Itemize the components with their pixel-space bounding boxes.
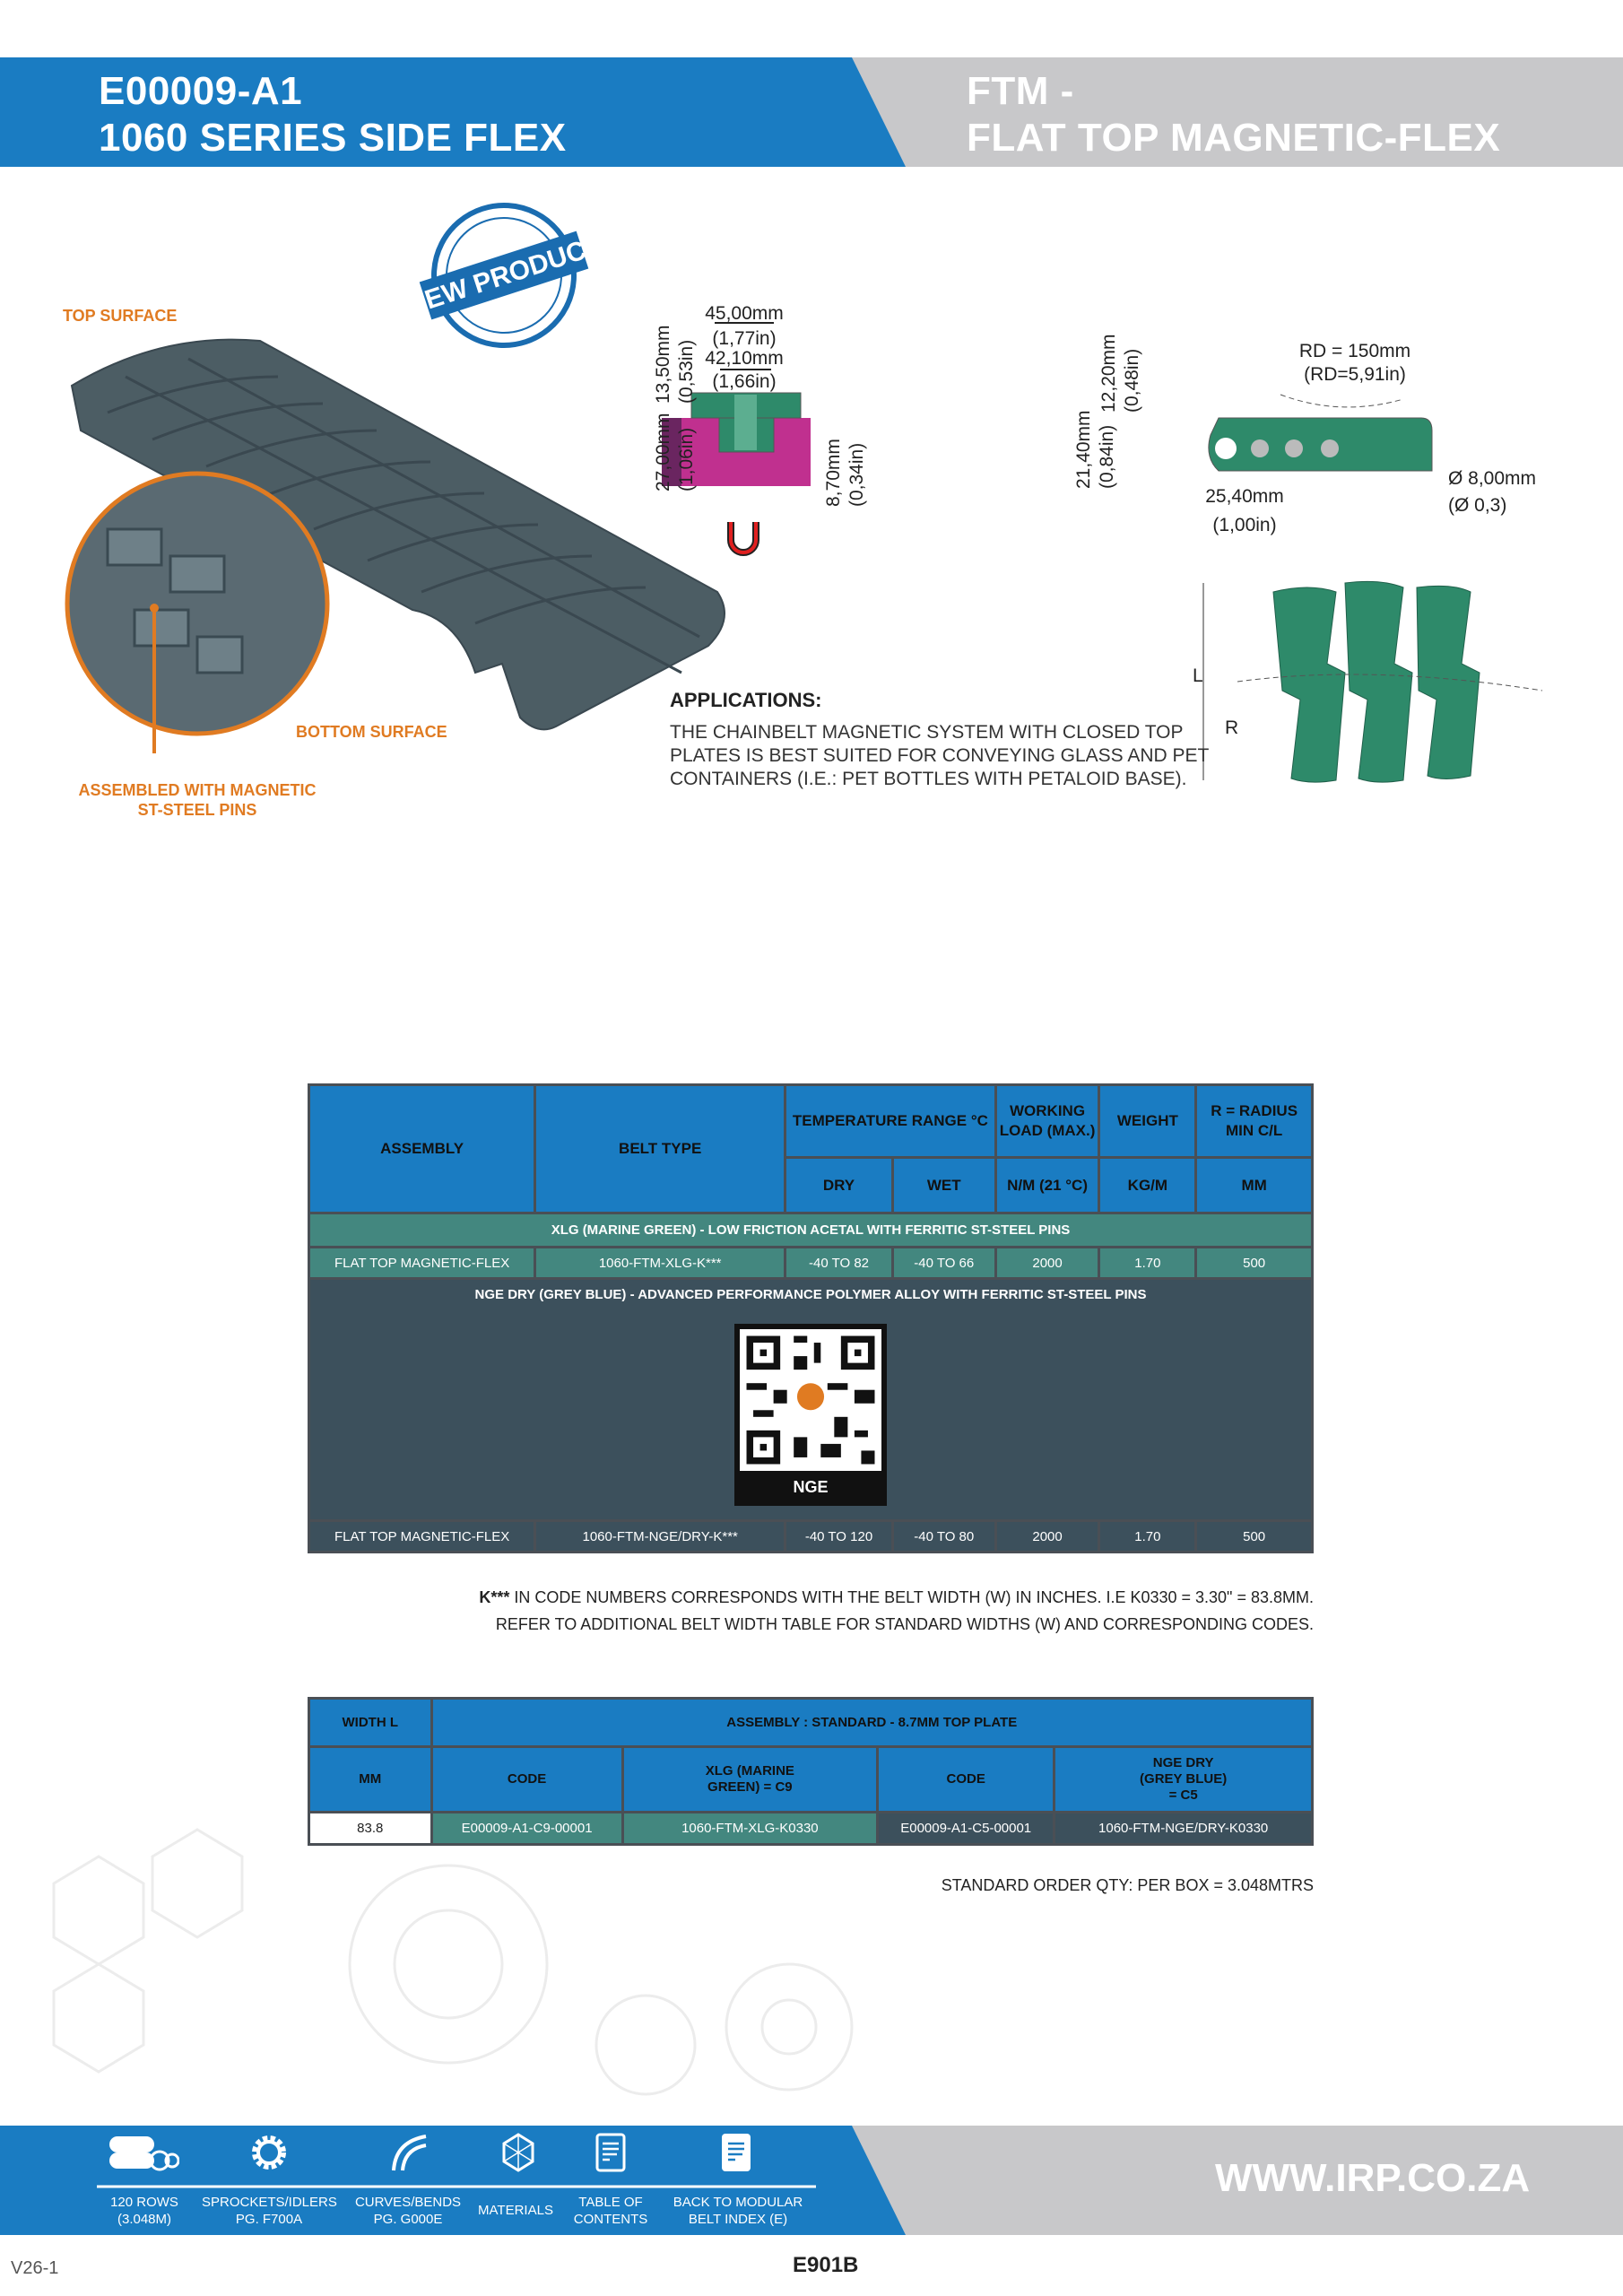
svg-text:(1,06in): (1,06in) (676, 428, 697, 491)
th-dry: DRY (784, 1156, 894, 1214)
header-banner (0, 57, 1623, 167)
svg-text:8,70mm: 8,70mm (823, 439, 844, 507)
website-link[interactable]: WWW.IRP.CO.ZA (1215, 2156, 1531, 2200)
th-nm: N/M (21 °C) (994, 1156, 1101, 1214)
svg-text:21,40mm: 21,40mm (1073, 410, 1094, 489)
sprocket-icon[interactable] (249, 2133, 289, 2177)
th-belt-type: BELT TYPE (534, 1083, 787, 1214)
svg-text:RD = 150mm: RD = 150mm (1299, 341, 1410, 361)
footer-banner (0, 2126, 1623, 2235)
header-left: E00009-A1 1060 SERIES SIDE FLEX (99, 68, 567, 161)
th-assembly-standard: ASSEMBLY : STANDARD - 8.7MM TOP PLATE (430, 1697, 1315, 1748)
footer-link-materials[interactable]: MATERIALS (478, 2203, 553, 2218)
index-icon[interactable] (721, 2133, 751, 2177)
spec-table: ASSEMBLY BELT TYPE TEMPERATURE RANGE °C … (307, 1083, 1314, 1553)
svg-text:42,10mm: 42,10mm (705, 348, 784, 369)
th-wet: WET (890, 1156, 997, 1214)
cross-section-drawing: 45,00mm (1,77in) 42,10mm (1,66in) 13,50m… (653, 303, 1536, 556)
svg-text:25,40mm: 25,40mm (1205, 486, 1284, 507)
svg-text:R: R (1225, 718, 1238, 738)
th-load: WORKING LOAD (MAX.) (994, 1083, 1101, 1159)
bottom-surface-label: BOTTOM SURFACE (296, 723, 447, 741)
footnote: K*** IN CODE NUMBERS CORRESPONDS WITH TH… (479, 1588, 1314, 1633)
th-temp: TEMPERATURE RANGE °C (784, 1083, 997, 1159)
belt-image (65, 338, 725, 753)
table-row: 83.8 E00009-A1-C9-00001 1060-FTM-XLG-K03… (308, 1811, 1314, 1846)
magnet-icon (727, 522, 759, 556)
svg-text:(0,48in): (0,48in) (1122, 349, 1142, 413)
new-product-stamp: NEW PRODUCT (414, 203, 594, 348)
th-kgm: KG/M (1098, 1156, 1198, 1214)
version: V26-1 (11, 2258, 59, 2278)
svg-text:45,00mm: 45,00mm (705, 303, 784, 324)
svg-text:(0,53in): (0,53in) (676, 340, 697, 404)
svg-text:(Ø 0,3): (Ø 0,3) (1448, 495, 1506, 516)
applications-text: THE CHAINBELT MAGNETIC SYSTEM WITH CLOSE… (670, 722, 1210, 789)
gear-background-decoration (52, 1828, 854, 2096)
top-view-drawing: L R (1193, 580, 1543, 783)
top-surface-label: TOP SURFACE (63, 307, 178, 325)
type-name: FLAT TOP MAGNETIC-FLEX (967, 116, 1501, 160)
svg-text:12,20mm: 12,20mm (1098, 334, 1119, 413)
th-radius: R = RADIUS MIN C/L (1194, 1083, 1314, 1159)
qr-code[interactable]: NGE (734, 1324, 887, 1506)
th-weight: WEIGHT (1098, 1083, 1198, 1159)
series-title: 1060 SERIES SIDE FLEX (99, 116, 567, 160)
type-code: FTM - (967, 69, 1074, 113)
svg-text:(1,77in): (1,77in) (712, 328, 776, 349)
contents-icon[interactable] (595, 2133, 626, 2177)
svg-text:27,00mm: 27,00mm (653, 413, 673, 491)
nge-band: NGE DRY (GREY BLUE) - ADVANCED PERFORMAN… (308, 1277, 1314, 1522)
svg-text:L: L (1193, 665, 1203, 686)
product-code: E00009-A1 (99, 69, 303, 113)
svg-text:(RD=5,91in): (RD=5,91in) (1304, 364, 1406, 385)
applications-title: APPLICATIONS: (670, 689, 822, 711)
page-number: E901B (793, 2253, 859, 2277)
qr-icon (740, 1329, 881, 1471)
width-table: WIDTH L ASSEMBLY : STANDARD - 8.7MM TOP … (308, 1697, 1315, 1846)
svg-text:(0,34in): (0,34in) (846, 443, 867, 507)
svg-text:13,50mm: 13,50mm (653, 325, 673, 404)
xlg-band: XLG (MARINE GREEN) - LOW FRICTION ACETAL… (308, 1212, 1314, 1248)
header-right: FTM - FLAT TOP MAGNETIC-FLEX (967, 68, 1500, 161)
curve-icon[interactable] (390, 2133, 430, 2177)
materials-icon[interactable] (500, 2133, 536, 2177)
th-width: WIDTH L (308, 1697, 433, 1748)
bottom-detail-circle (65, 471, 330, 736)
assembled-label: ASSEMBLED WITH MAGNETIC ST-STEEL PINS (78, 781, 317, 819)
svg-text:(1,00in): (1,00in) (1212, 515, 1276, 535)
footer-link-rows[interactable]: 120 ROWS(3.048M) (110, 2195, 178, 2227)
svg-text:(0,84in): (0,84in) (1097, 425, 1117, 489)
svg-text:Ø 8,00mm: Ø 8,00mm (1448, 468, 1536, 489)
order-qty: STANDARD ORDER QTY: PER BOX = 3.048MTRS (941, 1876, 1314, 1894)
th-mm: MM (1194, 1156, 1314, 1214)
rolls-icon[interactable] (109, 2133, 180, 2177)
th-assembly: ASSEMBLY (307, 1083, 537, 1214)
svg-text:(1,66in): (1,66in) (712, 371, 776, 392)
